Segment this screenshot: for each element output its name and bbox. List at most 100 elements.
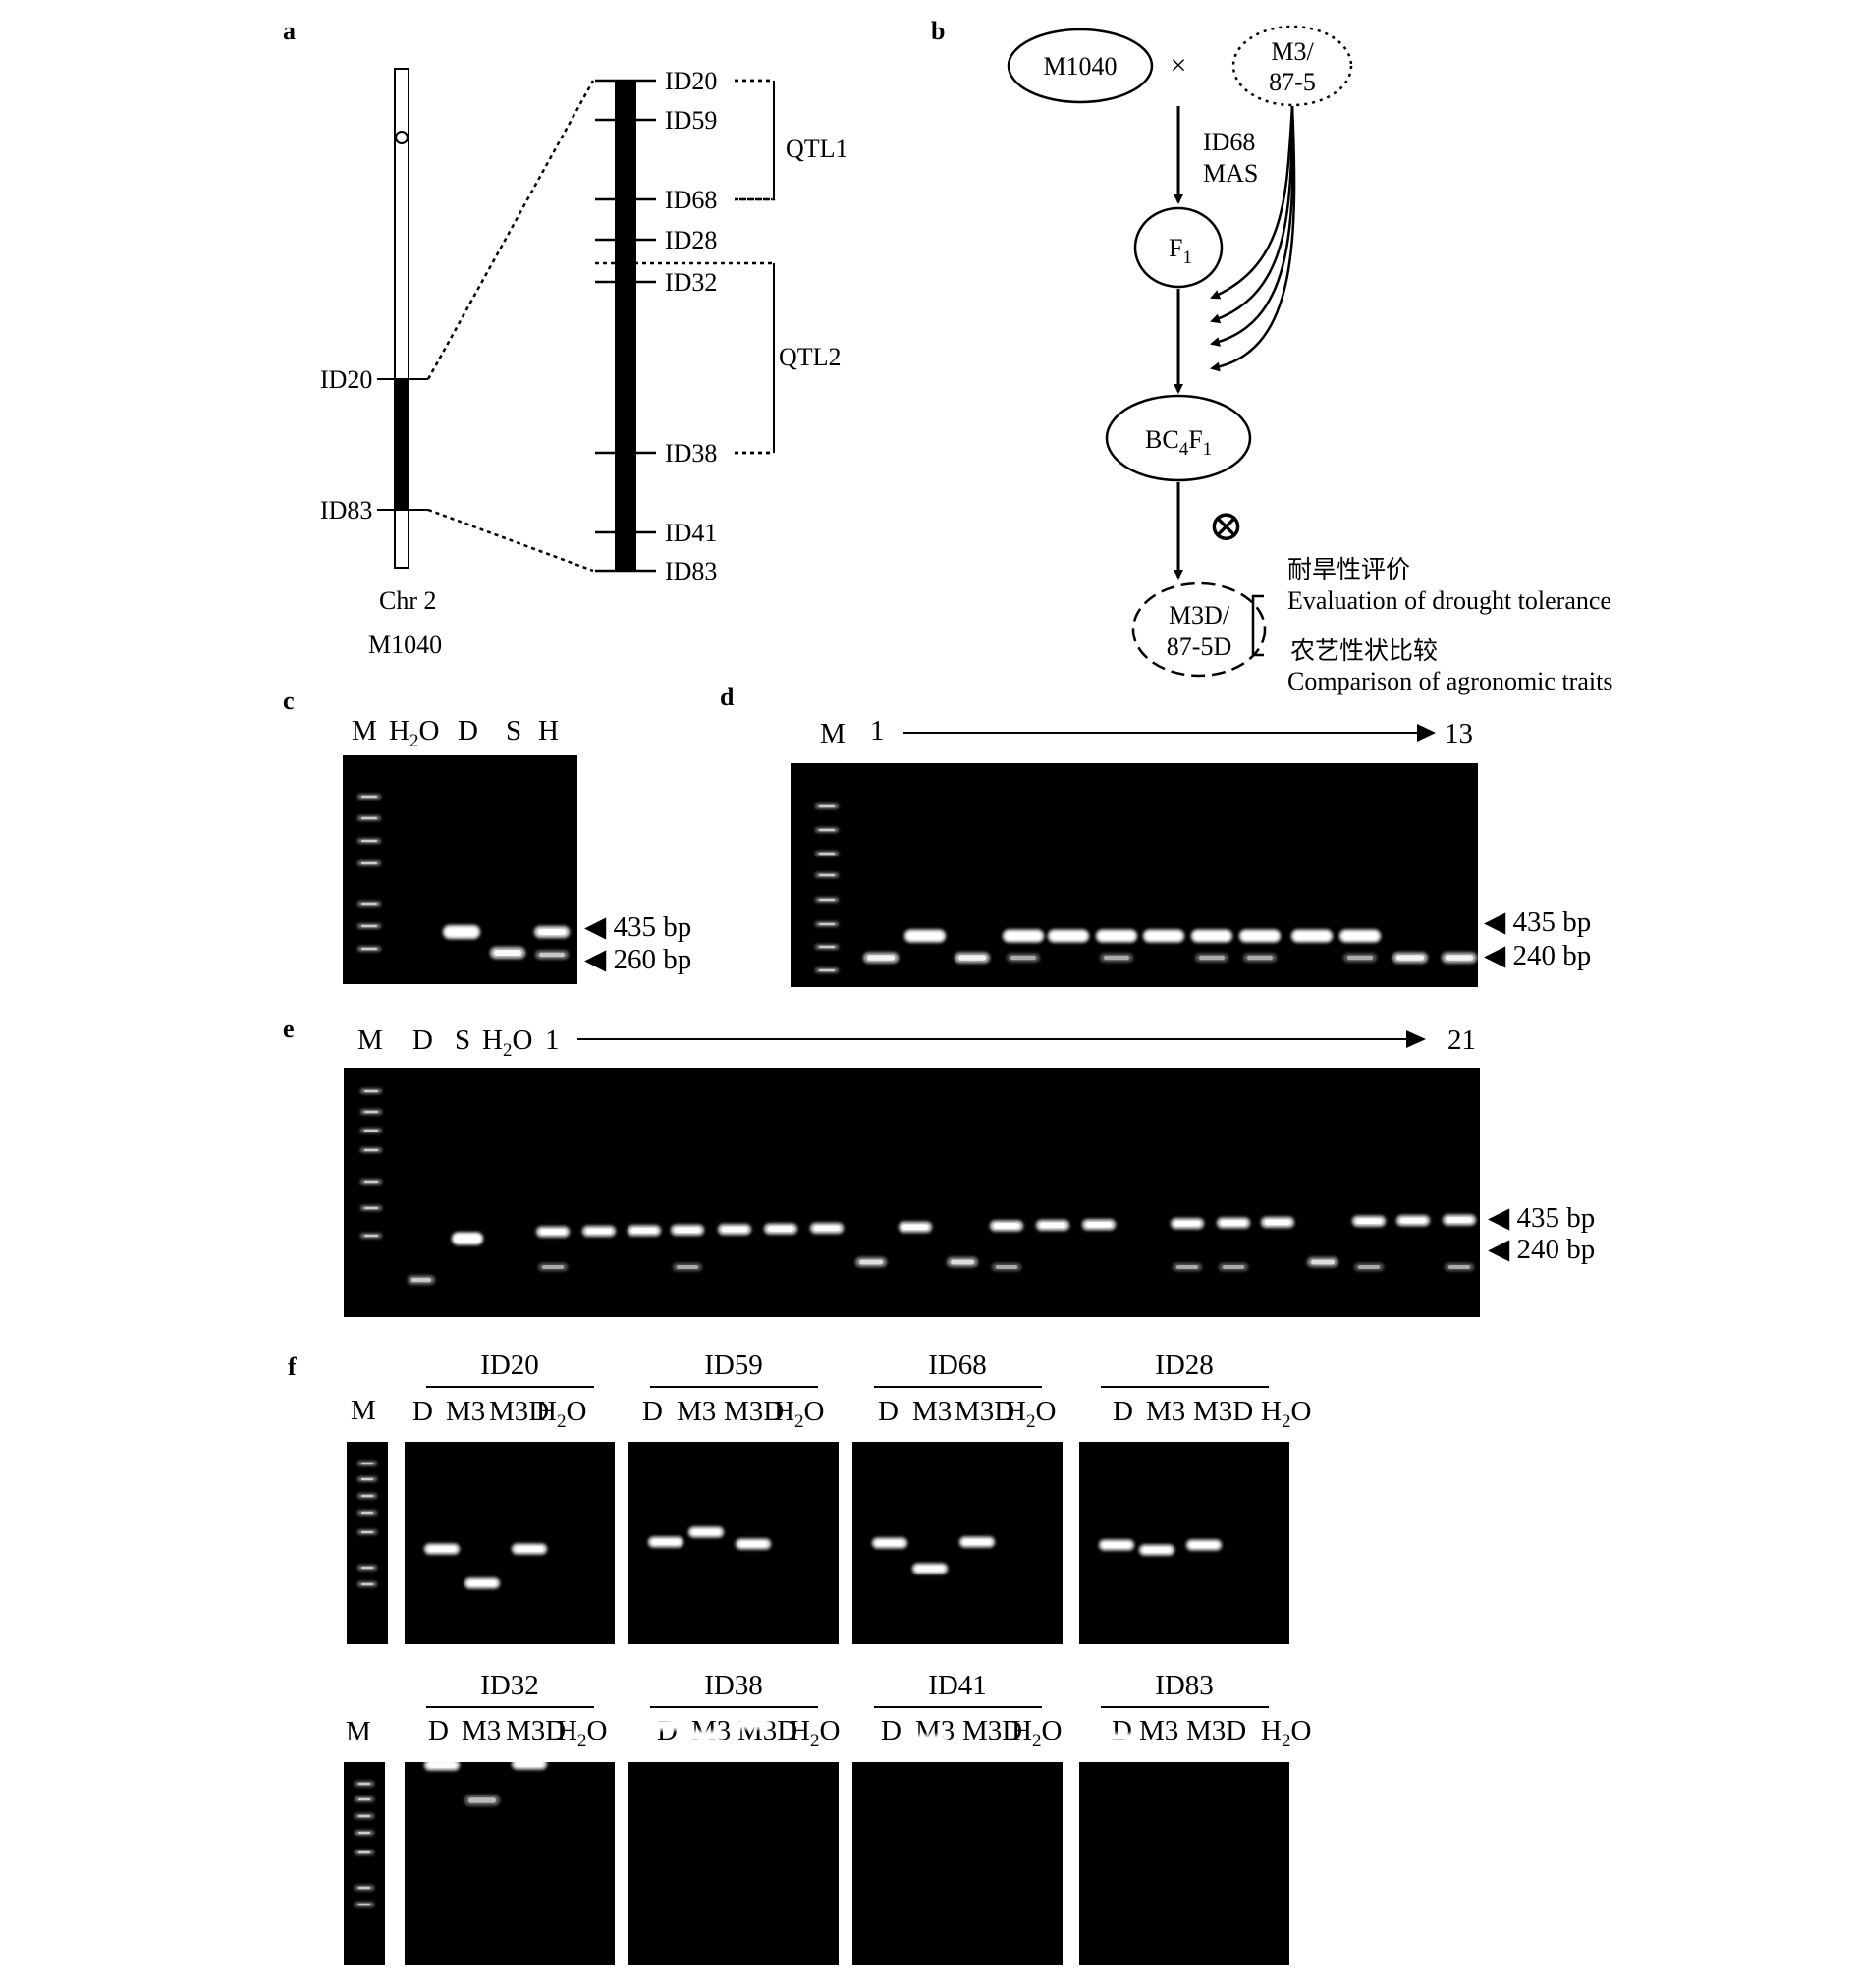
f1-label: F1 (1169, 234, 1192, 268)
gel-e-lane-h2o: H2O (482, 1024, 532, 1061)
ladder-band (360, 1179, 382, 1185)
ladder-band (815, 872, 839, 878)
gel-band (1392, 952, 1428, 964)
gel-f-lane-d: D (878, 1396, 899, 1427)
gel-f-panel (628, 1762, 839, 1965)
ladder-band (357, 1510, 377, 1516)
gel-f-lane-h2o: H2O (1261, 1396, 1311, 1432)
cross-symbol: × (1171, 49, 1187, 82)
gel-band (582, 1225, 616, 1237)
ladder-band (360, 1128, 382, 1133)
panel-label-a: a (283, 17, 296, 45)
region-marker-label: ID59 (665, 106, 717, 135)
gel-band (947, 1257, 978, 1267)
eval-cn: 耐旱性评价 (1287, 555, 1410, 583)
gel-f-marker-title: ID32 (480, 1670, 539, 1701)
parent-m3-label-1: M3/ (1271, 37, 1314, 66)
parent-m1040-label: M1040 (1043, 52, 1117, 81)
comp-cn: 农艺性状比较 (1290, 636, 1438, 665)
gel-f-lane-m3: M3 (1146, 1396, 1185, 1427)
gel-band (1007, 953, 1040, 963)
gel-band (990, 1220, 1023, 1232)
gel-d (791, 763, 1478, 987)
gel-f-marker-title: ID20 (480, 1350, 539, 1381)
gel-band (1143, 929, 1184, 943)
ladder-band (357, 794, 381, 800)
f1-node (1133, 206, 1224, 289)
final-line-node (1131, 581, 1267, 678)
gel-f-marker-title: ID28 (1155, 1350, 1214, 1381)
gel-f-lane-m3: M3 (462, 1715, 501, 1746)
self-cross-icon: ⊗ (1208, 502, 1244, 550)
gel-band (1186, 1539, 1222, 1551)
final-line-label-1: M3D/ (1169, 601, 1230, 630)
eval-en: Evaluation of drought tolerance (1287, 586, 1611, 615)
gel-band (912, 1734, 948, 1745)
gel-e-lane-end: 21 (1447, 1024, 1476, 1056)
gel-f-lane-m3d: M3D (1193, 1396, 1253, 1427)
gel-e-lane-d: D (412, 1024, 433, 1056)
gel-band (1082, 1219, 1116, 1231)
gel-band (512, 1543, 547, 1555)
parent-m3-label-2: 87-5 (1269, 68, 1316, 96)
chr-marker-id20: ID20 (320, 365, 372, 394)
gel-c-band-435: ◀ 435 bp (584, 911, 691, 943)
gel-f-lane-h2o: H2O (1011, 1715, 1062, 1751)
gel-f-lane-d: D (412, 1396, 433, 1427)
gel-band (1171, 1218, 1204, 1230)
ladder-band (815, 827, 839, 833)
gel-f-panel (852, 1762, 1063, 1965)
gel-e-lane-s: S (455, 1024, 470, 1056)
gel-band (1003, 929, 1044, 943)
mas-label-2: MAS (1203, 159, 1258, 188)
gel-band (959, 1536, 995, 1548)
gel-d-lane-start: 1 (870, 715, 885, 746)
ladder-band (355, 1796, 374, 1802)
gel-band (464, 1577, 500, 1589)
gel-band (534, 926, 570, 938)
gel-d-lane-end: 13 (1445, 718, 1473, 749)
gel-band (736, 1538, 771, 1550)
lane-h: H (538, 715, 559, 746)
gel-c-band-260: ◀ 260 bp (584, 944, 691, 975)
gel-band (688, 1526, 724, 1538)
ladder-band (355, 1781, 374, 1787)
gel-band (1048, 929, 1089, 943)
gel-f-row2-m: M (346, 1716, 371, 1747)
gel-band (1036, 1219, 1069, 1231)
ladder-band (355, 1830, 374, 1836)
gel-band (1173, 1263, 1202, 1271)
gel-f-lane-m3: M3 (677, 1396, 716, 1427)
gel-band (955, 952, 990, 964)
ladder-band (355, 1902, 374, 1907)
panel-label-b: b (931, 17, 945, 45)
gel-e-lane-m: M (357, 1024, 383, 1056)
gel-band (863, 952, 899, 964)
gel-f-lane-m3d: M3D (489, 1396, 549, 1427)
gel-band (1354, 1263, 1384, 1271)
gel-band (424, 1759, 460, 1771)
ladder-band (355, 1813, 374, 1819)
ladder-band (357, 1461, 377, 1466)
gel-band (959, 1741, 995, 1753)
gel-f-lane-h2o: H2O (1006, 1396, 1056, 1432)
gel-band (764, 1223, 797, 1235)
ladder-band (815, 921, 839, 927)
gel-e-band-240: ◀ 240 bp (1488, 1234, 1595, 1265)
gel-f-ladder (347, 1442, 388, 1644)
panel-label-e: e (283, 1015, 295, 1043)
gel-band (673, 1263, 702, 1271)
gel-d-bands (815, 803, 1477, 973)
gel-band (1139, 1746, 1174, 1758)
comp-en: Comparison of agronomic traits (1287, 667, 1612, 695)
ladder-band (357, 1476, 377, 1482)
qtl2-label: QTL2 (779, 343, 842, 371)
gel-f-ladder (344, 1762, 385, 1965)
gel-band (1139, 1544, 1174, 1556)
gel-band (1099, 1733, 1134, 1740)
gel-c-bands (357, 794, 570, 960)
gel-band (872, 1742, 907, 1754)
gel-f-lane-m3d: M3D (724, 1396, 784, 1427)
gel-e (344, 1068, 1480, 1317)
